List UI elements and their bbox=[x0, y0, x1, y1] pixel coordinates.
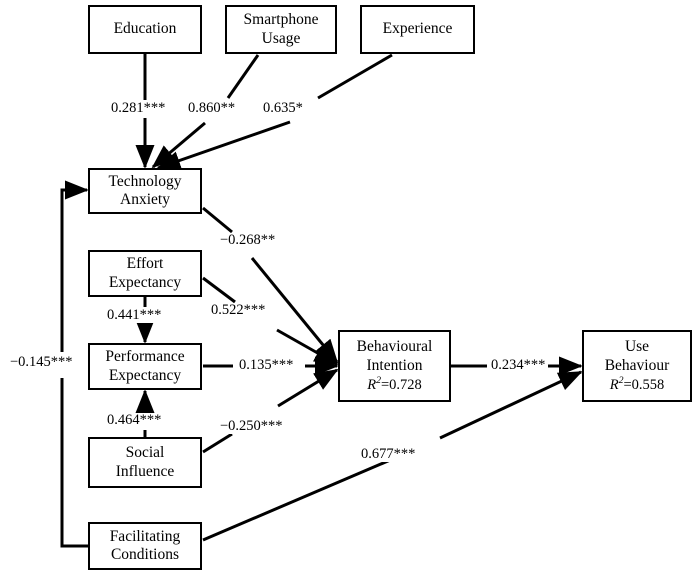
node-effort-expectancy-label-1: Effort bbox=[126, 255, 164, 273]
node-use-behaviour-label-1: Use bbox=[624, 338, 650, 356]
node-effort-expectancy-label-2: Expectancy bbox=[108, 273, 182, 291]
path-label-ee-pe: 0.441*** bbox=[104, 307, 165, 324]
node-experience-label: Experience bbox=[382, 20, 453, 38]
path-label-pe-bi: 0.135*** bbox=[236, 357, 297, 374]
node-experience[interactable]: Experience bbox=[360, 5, 475, 54]
node-technology-anxiety-label-2: Anxiety bbox=[120, 191, 170, 208]
node-education-label: Education bbox=[113, 20, 177, 38]
path-line-ta-bi-b bbox=[250, 257, 339, 364]
path-label-bi-ub: 0.234*** bbox=[488, 357, 549, 374]
node-facilitating-conditions-label-1: Facilitating bbox=[109, 527, 181, 545]
path-line-si-bi-b bbox=[277, 368, 339, 408]
node-social-influence[interactable]: Social Influence bbox=[88, 437, 202, 488]
path-line-fc-ub bbox=[202, 456, 396, 542]
path-line-exp-ta-b bbox=[156, 120, 291, 170]
r2-symbol-bi: R bbox=[367, 376, 377, 393]
node-social-influence-label-1: Social bbox=[125, 444, 165, 462]
node-smartphone-usage-label-1: Smartphone bbox=[243, 11, 319, 29]
node-use-behaviour-r2: R2=0.558 bbox=[610, 375, 665, 394]
path-line-fc-ta-lower bbox=[60, 378, 88, 548]
path-line-fc-ub-b bbox=[439, 370, 583, 440]
node-performance-expectancy[interactable]: Performance Expectancy bbox=[88, 343, 202, 390]
r2-value-bi: 0.728 bbox=[389, 376, 422, 393]
path-line-fc-ta-upper bbox=[60, 180, 89, 352]
node-use-behaviour[interactable]: Use Behaviour R2=0.558 bbox=[582, 330, 692, 402]
path-line-ee-bi bbox=[202, 276, 236, 304]
node-behavioural-intention[interactable]: Behavioural Intention R2=0.728 bbox=[338, 330, 451, 402]
path-line-exp-ta bbox=[317, 53, 393, 100]
node-technology-anxiety-label-1: Technology bbox=[108, 172, 182, 190]
node-behavioural-intention-label-2: Intention bbox=[366, 356, 423, 374]
path-line-ta-bi bbox=[202, 206, 233, 234]
path-label-exp-ta: 0.635* bbox=[260, 100, 306, 117]
r2-equals-bi: = bbox=[380, 376, 390, 393]
node-education[interactable]: Education bbox=[88, 5, 202, 54]
path-label-ee-bi: 0.522*** bbox=[208, 302, 269, 319]
r2-value-ub: 0.558 bbox=[631, 376, 665, 393]
path-label-si-bi: −0.250*** bbox=[217, 418, 286, 435]
node-performance-expectancy-label-2: Expectancy bbox=[108, 366, 182, 384]
path-line-su-ta bbox=[226, 54, 260, 99]
path-label-edu-ta: 0.281*** bbox=[108, 100, 169, 117]
r2-exponent-ub: 2 bbox=[618, 374, 624, 386]
r2-equals-ub: = bbox=[623, 376, 632, 393]
node-performance-expectancy-label-1: Performance bbox=[105, 348, 185, 366]
path-line-si-bi bbox=[202, 432, 233, 454]
node-facilitating-conditions[interactable]: Facilitating Conditions bbox=[88, 522, 202, 570]
node-effort-expectancy[interactable]: Effort Expectancy bbox=[88, 250, 202, 297]
path-label-su-ta: 0.860** bbox=[185, 100, 239, 117]
path-label-fc-ta: −0.145*** bbox=[7, 354, 76, 371]
node-smartphone-usage[interactable]: Smartphone Usage bbox=[225, 5, 337, 54]
node-behavioural-intention-r2: R2=0.728 bbox=[367, 375, 422, 394]
node-behavioural-intention-label-1: Behavioural bbox=[356, 338, 433, 356]
r2-exponent-bi: 2 bbox=[376, 374, 381, 386]
node-facilitating-conditions-label-2: Conditions bbox=[110, 546, 180, 563]
path-label-fc-ub: 0.677*** bbox=[358, 446, 419, 463]
node-technology-anxiety[interactable]: Technology Anxiety bbox=[88, 168, 202, 214]
path-label-ta-bi: −0.268** bbox=[217, 232, 279, 249]
node-social-influence-label-2: Influence bbox=[115, 462, 175, 480]
node-smartphone-usage-label-2: Usage bbox=[261, 29, 301, 47]
path-label-si-pe: 0.464*** bbox=[104, 412, 165, 429]
r2-symbol-ub: R bbox=[609, 376, 619, 393]
node-use-behaviour-label-2: Behaviour bbox=[604, 356, 670, 374]
